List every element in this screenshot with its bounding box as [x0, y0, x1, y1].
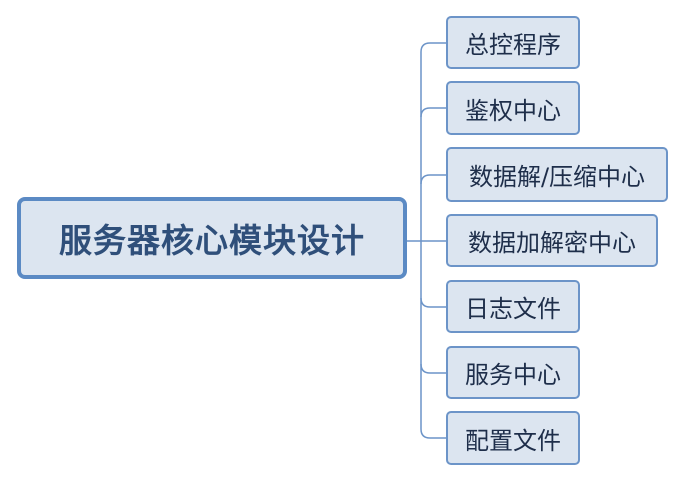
root-topic-label: 服务器核心模块设计 [59, 221, 365, 260]
subtopic-node-auth-center[interactable]: 鉴权中心 [446, 81, 580, 135]
subtopic-node-encryption-center[interactable]: 数据加解密中心 [446, 214, 658, 267]
subtopic-node-log-files[interactable]: 日志文件 [446, 280, 580, 333]
subtopic-label: 日志文件 [465, 295, 561, 323]
root-topic-node[interactable]: 服务器核心模块设计 [17, 197, 407, 279]
connector-branch-5 [420, 363, 446, 374]
connector-branch-2 [420, 174, 446, 185]
subtopic-node-master-control[interactable]: 总控程序 [446, 16, 580, 69]
connector-trunk-upper [420, 42, 446, 241]
subtopic-node-service-center[interactable]: 服务中心 [446, 346, 580, 399]
subtopic-label: 鉴权中心 [465, 96, 561, 125]
subtopic-node-config-files[interactable]: 配置文件 [446, 411, 580, 465]
subtopic-node-compression-center[interactable]: 数据解/压缩中心 [446, 147, 668, 202]
subtopic-label: 配置文件 [465, 426, 561, 455]
connector-branch-1 [420, 107, 446, 118]
subtopic-label: 数据解/压缩中心 [468, 163, 646, 191]
connector-branch-4 [420, 297, 446, 308]
connector-trunk-lower [420, 241, 446, 439]
subtopic-label: 数据加解密中心 [468, 229, 636, 257]
subtopic-label: 服务中心 [465, 361, 561, 389]
subtopic-label: 总控程序 [465, 31, 561, 59]
